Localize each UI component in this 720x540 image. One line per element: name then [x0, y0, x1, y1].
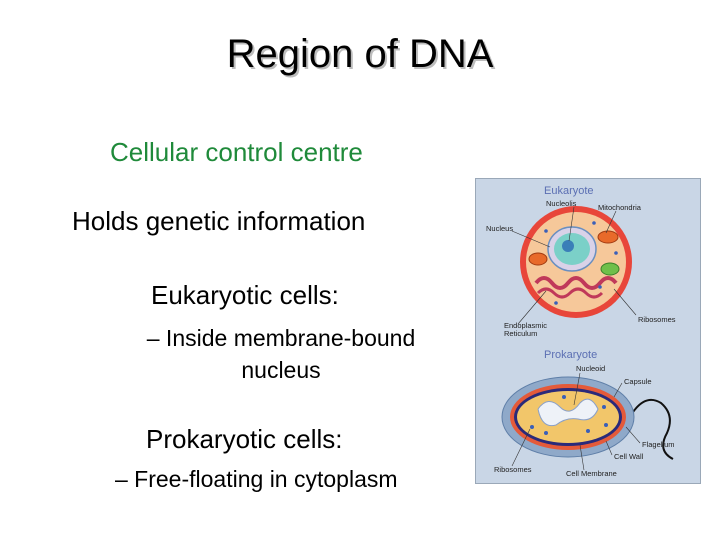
- er-fold: [534, 276, 618, 290]
- slide-subtitle: Cellular control centre: [110, 137, 363, 167]
- ribosome: [554, 301, 558, 305]
- mitochondrion: [597, 230, 619, 244]
- ribosome: [562, 395, 566, 399]
- label-nucleolis: Nucleolis: [546, 199, 577, 208]
- bullet-eukaryotic: Eukaryotic cells:: [151, 280, 339, 310]
- ribosome: [544, 229, 548, 233]
- cell-diagram: Eukaryote Nucleolis Mitochondria Nucle: [475, 178, 701, 484]
- label-endoplasmic: Endoplasmic: [504, 321, 547, 330]
- label-cell-membrane: Cell Membrane: [566, 469, 617, 478]
- eukaryote-cell: [511, 206, 637, 325]
- nucleolus: [562, 240, 574, 252]
- nucleoid: [537, 398, 599, 427]
- ribosome: [530, 425, 534, 429]
- label-flagellum: Flagellum: [642, 440, 675, 449]
- label-capsule: Capsule: [624, 377, 652, 386]
- ribosome: [598, 285, 602, 289]
- ribosome: [602, 405, 606, 409]
- label-nucleoid: Nucleoid: [576, 364, 605, 373]
- slide-title: Region of DNA: [226, 32, 494, 76]
- mitochondrion: [528, 252, 548, 266]
- ribosome: [592, 221, 596, 225]
- ribosome: [614, 251, 618, 255]
- cell-diagram-svg: Eukaryote Nucleolis Mitochondria Nucle: [486, 185, 676, 478]
- sub-bullet-nucleus: – Inside membrane-bound nucleus: [146, 325, 416, 383]
- label-nucleus: Nucleus: [486, 224, 513, 233]
- ribosome: [586, 429, 590, 433]
- er-fold: [536, 287, 604, 299]
- flagellum: [630, 399, 674, 460]
- ribosome: [544, 431, 548, 435]
- sub-bullet-cytoplasm: – Free-floating in cytoplasm: [115, 466, 398, 492]
- label-ribosomes-eukaryote: Ribosomes: [638, 315, 676, 324]
- chloroplast: [600, 262, 620, 276]
- prokaryote-title: Prokaryote: [544, 349, 597, 361]
- bullet-prokaryotic: Prokaryotic cells:: [146, 424, 343, 454]
- bullet-genetic-info: Holds genetic information: [72, 206, 366, 236]
- label-reticulum: Reticulum: [504, 329, 537, 338]
- label-ribosomes-prokaryote: Ribosomes: [494, 465, 532, 474]
- ribosome: [604, 423, 608, 427]
- label-cell-wall: Cell Wall: [614, 452, 644, 461]
- eukaryote-title: Eukaryote: [544, 185, 594, 197]
- prokaryote-cell: [501, 372, 674, 471]
- label-mitochondria: Mitochondria: [598, 203, 642, 212]
